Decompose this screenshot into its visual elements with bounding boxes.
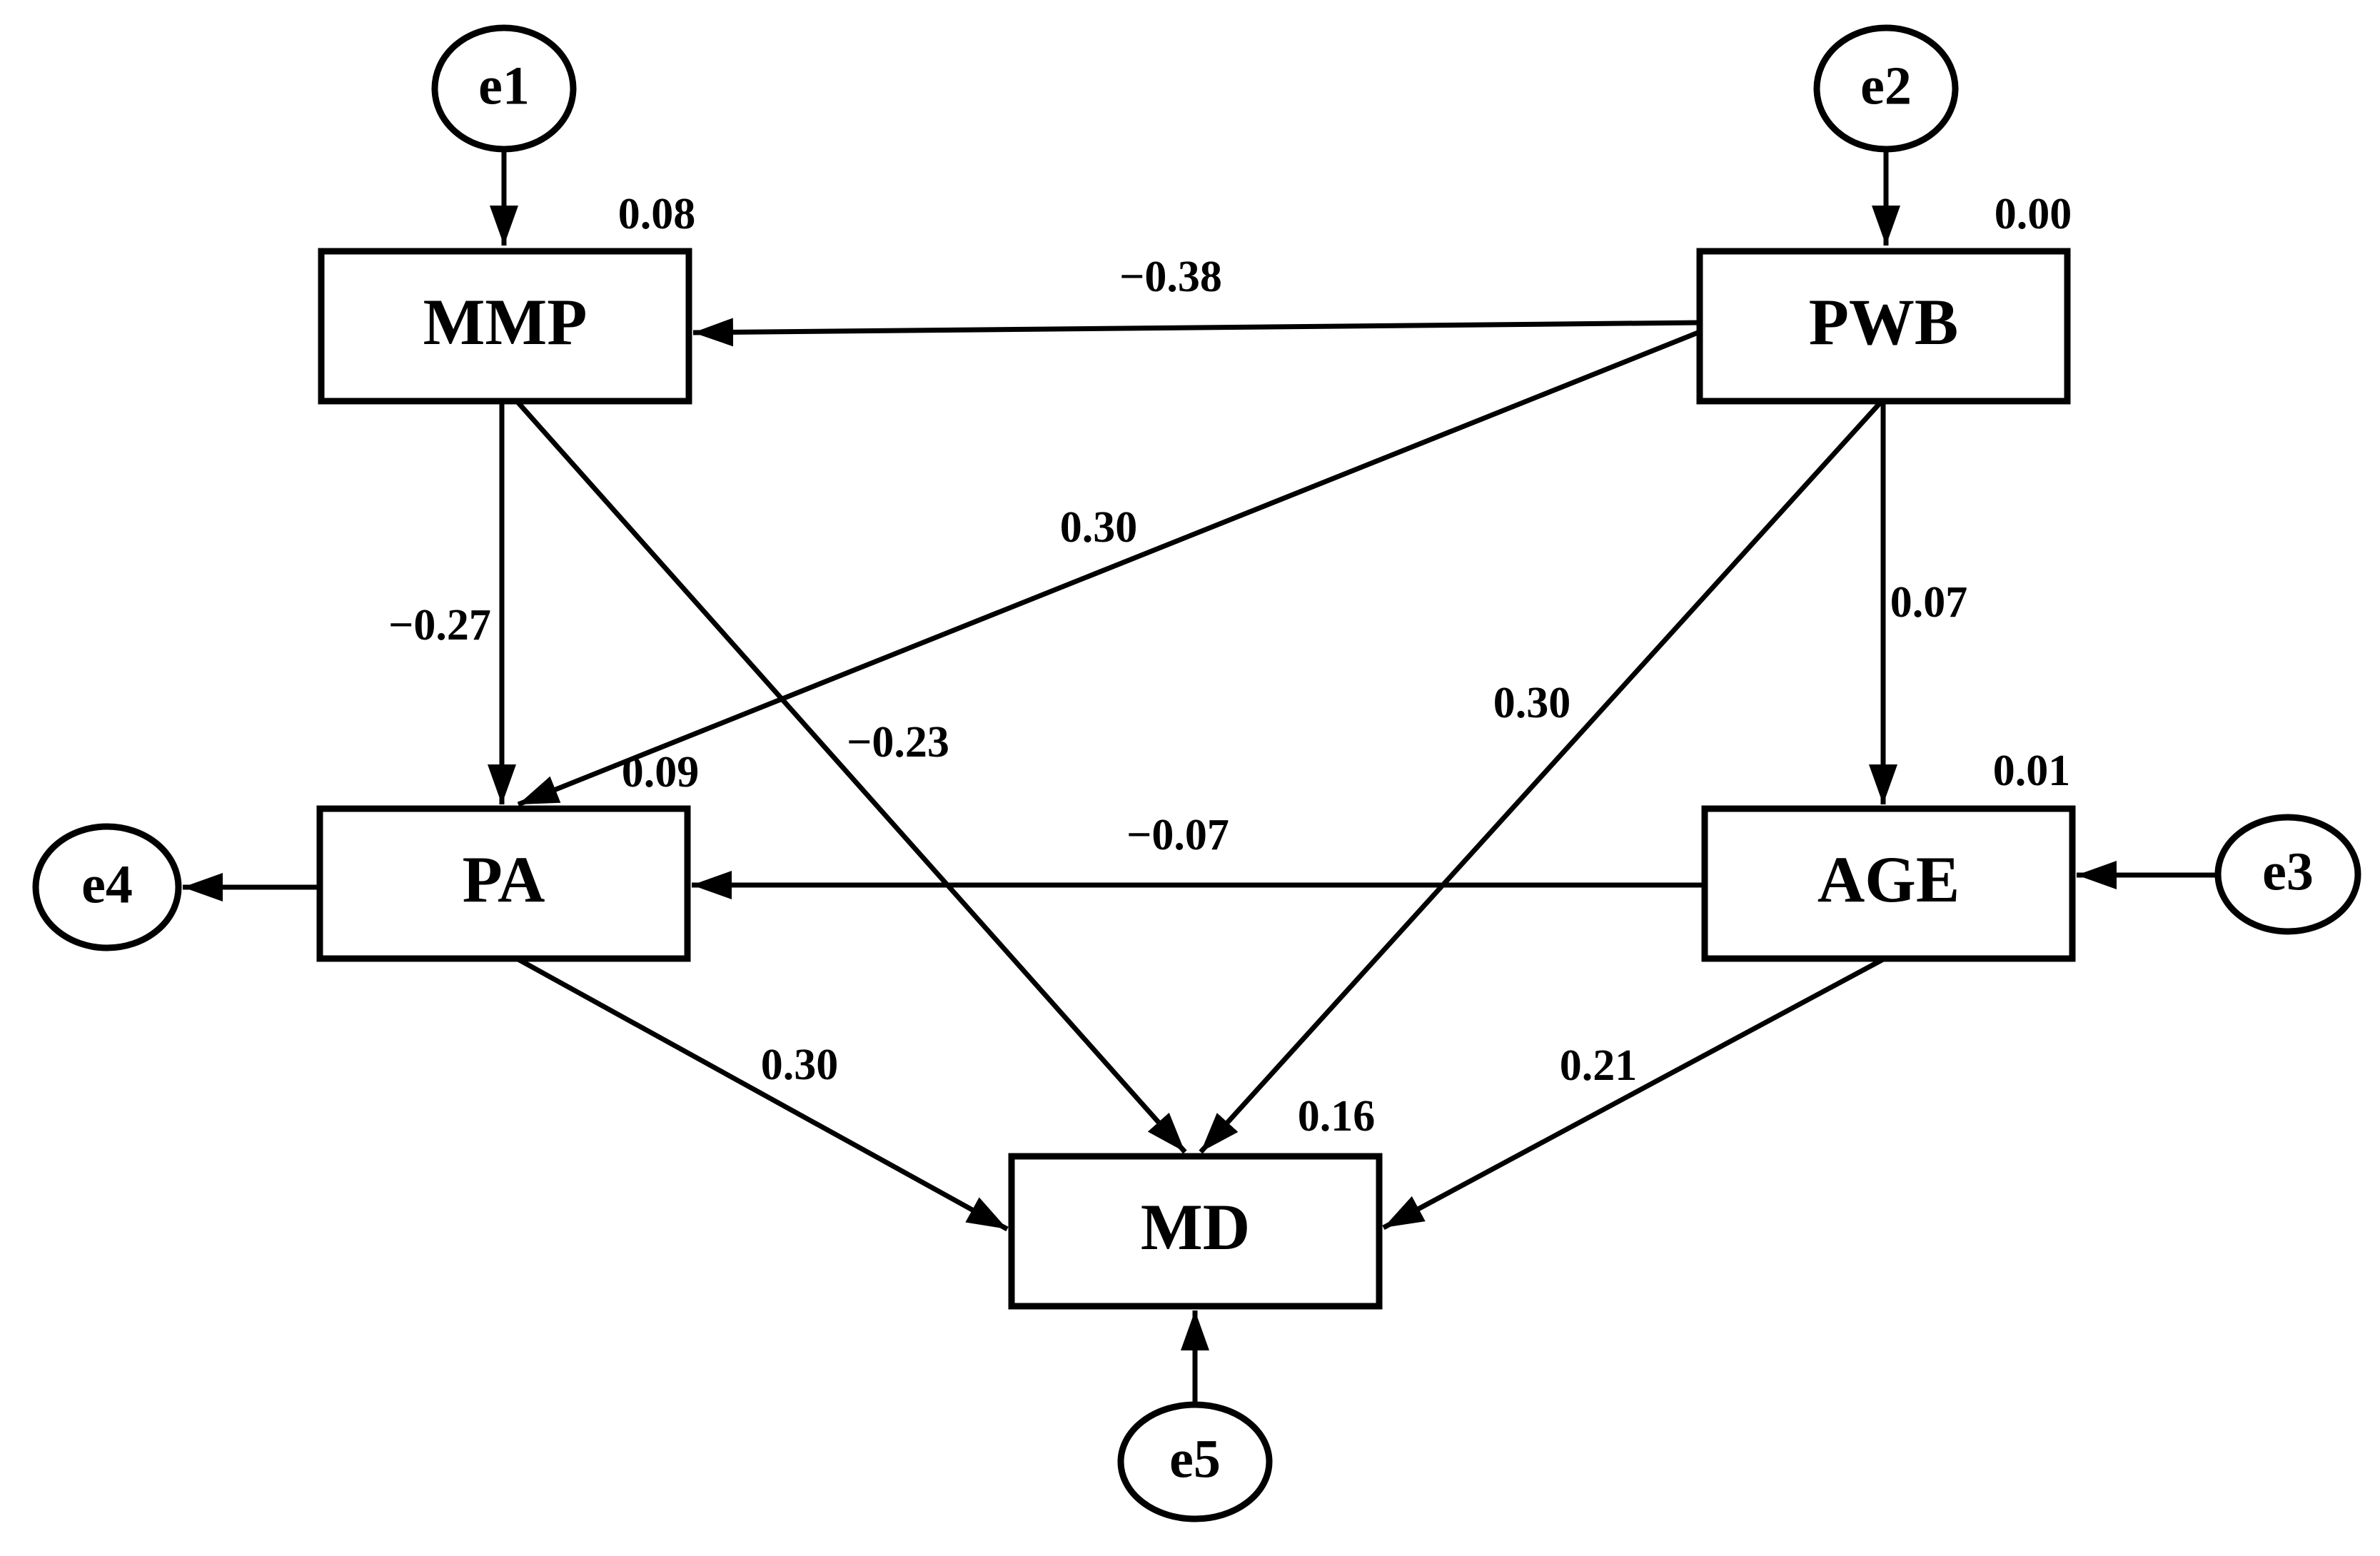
error-term-e1-label: e1 <box>478 56 530 116</box>
node-AGE-label: AGE <box>1817 843 1960 916</box>
coefficient-label-MMP-MD: −0.23 <box>847 718 949 767</box>
node-MMP-r-squared: 0.08 <box>618 190 696 238</box>
node-PWB-label: PWB <box>1809 286 1959 358</box>
node-MD-r-squared: 0.16 <box>1298 1092 1376 1141</box>
path-arrow-PA-MD <box>515 956 1009 1232</box>
path-arrow-PWB-MD <box>1199 399 1884 1154</box>
error-term-e3-ellipse <box>2214 814 2361 935</box>
error-term-e5-ellipse <box>1117 1401 1273 1522</box>
node-MD-label: MD <box>1141 1191 1250 1263</box>
coefficient-label-AGE-PA: −0.07 <box>1126 811 1229 859</box>
error-term-e2-ellipse <box>1813 24 1959 153</box>
coefficient-label-MMP-PA: −0.27 <box>388 601 491 650</box>
error-term-e5-label: e5 <box>1169 1429 1221 1489</box>
path-arrow-AGE-MD <box>1382 956 1886 1231</box>
error-term-e1-ellipse <box>431 24 577 153</box>
error-term-e2-label: e2 <box>1860 56 1912 116</box>
node-MD-box <box>1008 1153 1383 1310</box>
coefficient-label-PWB-PA: 0.30 <box>1060 503 1138 552</box>
node-AGE-box <box>1701 805 2076 962</box>
path-arrow-MMP-MD <box>515 399 1187 1154</box>
coefficient-label-AGE-MD: 0.21 <box>1560 1041 1638 1090</box>
error-term-e4-label: e4 <box>81 854 133 914</box>
path-arrow-PWB-PA <box>517 329 1701 807</box>
path-arrow-PWB-MMP <box>692 318 1700 347</box>
node-PWB-r-squared: 0.00 <box>1995 190 2072 238</box>
coefficient-label-PWB-MMP: −0.38 <box>1119 253 1222 301</box>
node-AGE-r-squared: 0.01 <box>1993 747 2071 795</box>
coefficient-label-PA-MD: 0.30 <box>761 1041 839 1089</box>
node-PA-r-squared: 0.09 <box>622 748 700 797</box>
node-PA-box <box>316 805 691 962</box>
coefficient-label-PWB-AGE: 0.07 <box>1890 578 1968 627</box>
error-term-e4-ellipse <box>32 823 182 951</box>
node-MMP-label: MMP <box>423 286 588 358</box>
node-MMP-box <box>318 248 692 405</box>
error-term-e3-label: e3 <box>2262 842 2314 901</box>
node-PWB-box <box>1696 248 2071 405</box>
coefficient-label-PWB-MD: 0.30 <box>1493 679 1571 727</box>
edge-layer: −0.38 0.30 −0.27 −0.23 0.30 0.07 −0.07 0.30 0.21 <box>183 149 2218 1404</box>
node-PA-label: PA <box>463 843 545 916</box>
